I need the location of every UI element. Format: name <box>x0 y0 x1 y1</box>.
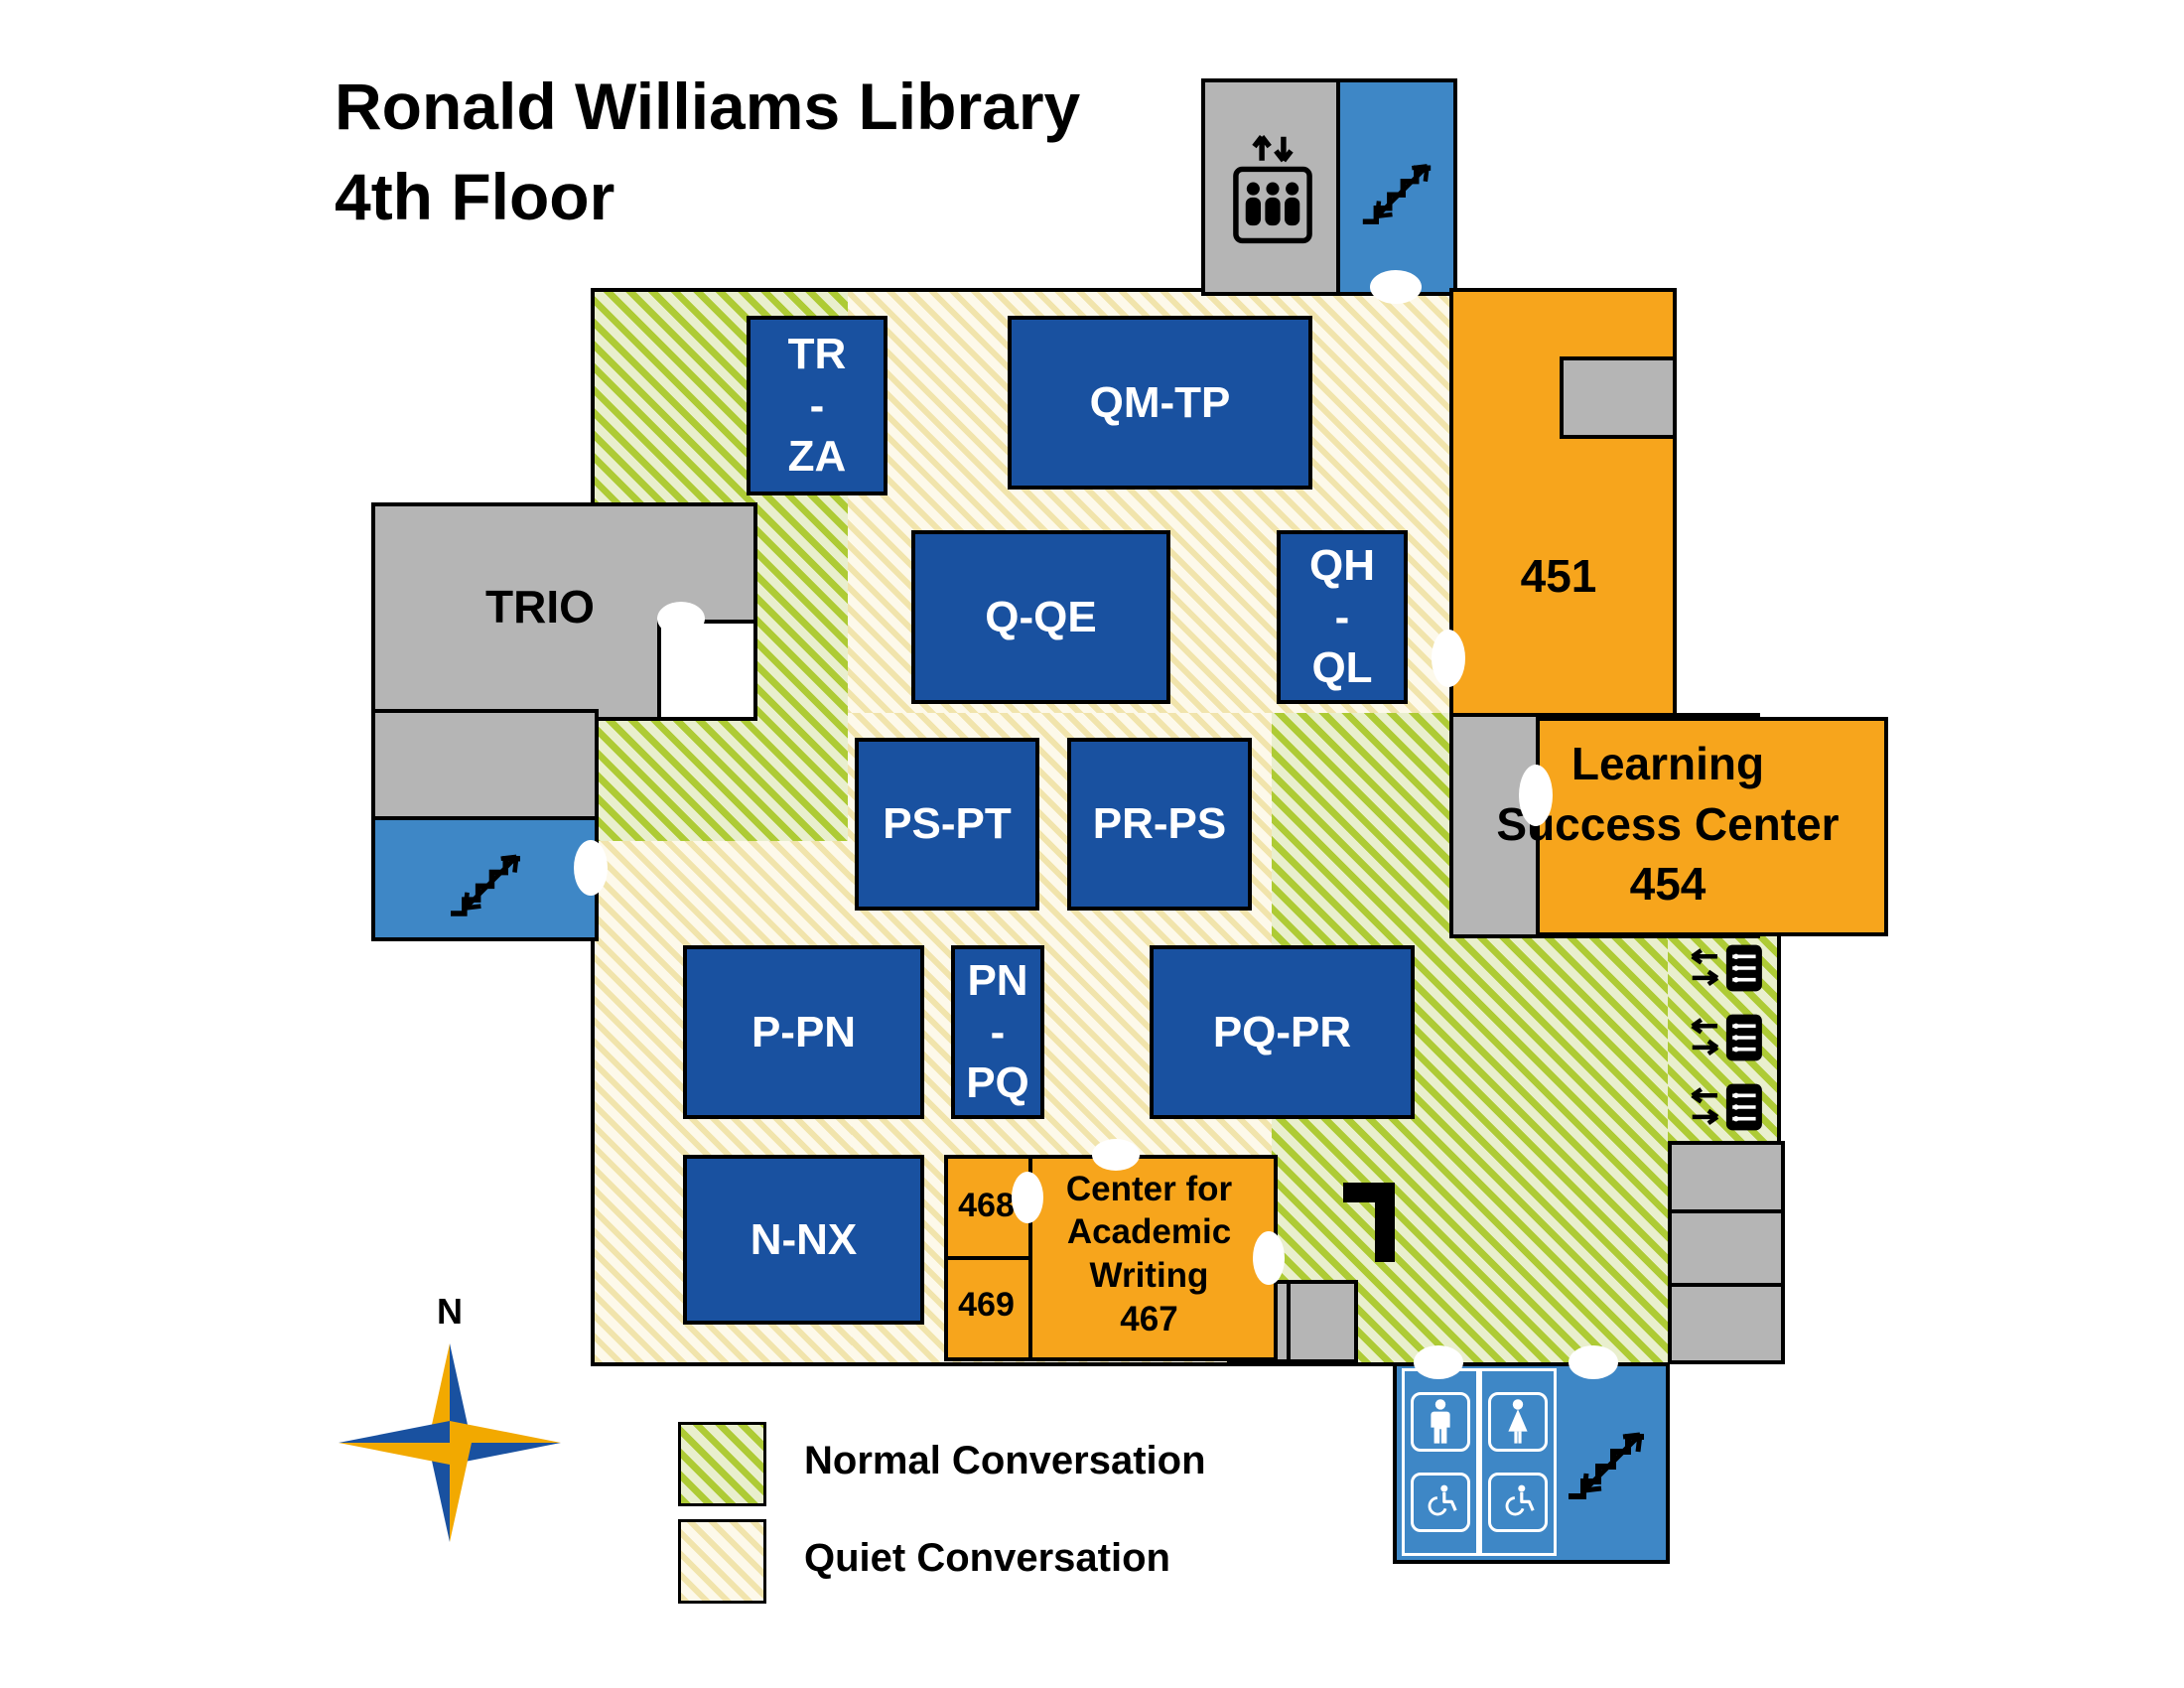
door-opening <box>1519 765 1553 826</box>
trio-room-annex <box>371 709 599 824</box>
accessible-sign <box>1411 1473 1470 1532</box>
elevator-call-icon <box>1691 944 1762 992</box>
stack-label: PS-PT <box>883 799 1012 849</box>
restroom-sign <box>1488 1392 1548 1452</box>
elevator-call-area-2 <box>1680 1011 1771 1064</box>
lsc-label-line3: 454 <box>1629 858 1706 911</box>
legend-label-normal: Normal Conversation <box>804 1422 1499 1500</box>
female-restroom-icon <box>1508 1399 1528 1444</box>
stack-label: Q-QE <box>985 592 1097 641</box>
room-469-label: 469 <box>944 1256 1028 1353</box>
elevator-lobby-north <box>1201 78 1344 296</box>
elevator-icon <box>1233 134 1312 243</box>
door-opening <box>1569 1345 1618 1379</box>
door-opening <box>1370 270 1422 304</box>
caw-label-line2: Academic <box>1066 1212 1232 1252</box>
caw-label-line4: 467 <box>1120 1299 1178 1338</box>
center-for-academic-writing-label: Center for Academic Writing 467 <box>1028 1155 1270 1353</box>
stack-label: P-PN <box>751 1007 857 1056</box>
lsc-label-line2: Success Center <box>1496 797 1840 850</box>
door-opening <box>1432 630 1465 687</box>
room-468-label-text: 468 <box>958 1186 1015 1224</box>
door-opening <box>1012 1172 1043 1223</box>
elevator-call-area-3 <box>1680 1080 1771 1134</box>
stack-label: QM-TP <box>1089 377 1231 427</box>
stack-pq-pr: PQ-PR <box>1150 945 1415 1119</box>
caw-label-line3: Writing <box>1089 1256 1209 1295</box>
restroom-cell-2 <box>1479 1368 1557 1556</box>
room-451-label-text: 451 <box>1520 550 1597 602</box>
restroom-sign <box>1411 1392 1470 1452</box>
male-restroom-icon <box>1431 1399 1450 1444</box>
stack-p-pn: P-PN <box>683 945 924 1119</box>
lsc-label-line1: Learning <box>1570 737 1765 789</box>
room-468-label: 468 <box>944 1155 1028 1256</box>
stack-tr-za: TR - ZA <box>747 316 887 495</box>
trio-label-text: TRIO <box>485 581 595 633</box>
legend-label-quiet: Quiet Conversation <box>804 1519 1499 1598</box>
stack-qm-tp: QM-TP <box>1008 316 1312 490</box>
page-title-line2: 4th Floor <box>335 160 615 234</box>
stairs-icon <box>450 854 520 916</box>
stack-qh-ql: QH - QL <box>1277 530 1408 704</box>
trio-entry-notch <box>657 620 753 721</box>
stack-label: PQ <box>966 1058 1029 1108</box>
accessible-sign <box>1488 1473 1548 1532</box>
compass-north-label: N <box>410 1289 489 1335</box>
door-opening <box>1253 1231 1285 1285</box>
stack-label: - <box>809 380 825 430</box>
stack-label: ZA <box>787 432 847 482</box>
room-469-label-text: 469 <box>958 1285 1015 1324</box>
door-opening <box>1092 1139 1140 1171</box>
room-451 <box>1449 288 1677 721</box>
stairwell-north <box>1336 78 1457 296</box>
page-title-line1: Ronald Williams Library <box>335 70 1081 143</box>
legend-swatch-quiet <box>678 1519 766 1604</box>
caw-label-line1: Center for <box>1065 1169 1233 1208</box>
wheelchair-accessible-icon <box>1505 1484 1535 1516</box>
stack-label: PN <box>967 955 1028 1005</box>
stack-pr-ps: PR-PS <box>1067 738 1252 911</box>
learning-success-center <box>1536 717 1888 936</box>
legend-swatch-normal <box>678 1422 766 1506</box>
zone-normal-conversation-elevator-strip <box>1668 929 1781 1141</box>
stack-ps-pt: PS-PT <box>855 738 1039 911</box>
elevator-call-icon <box>1691 1014 1762 1061</box>
east-room-3 <box>1668 1283 1785 1364</box>
stack-pn-pq: PN - PQ <box>951 945 1044 1119</box>
learning-success-center-label: Learning Success Center 454 <box>1469 735 1866 914</box>
stack-label: PR-PS <box>1092 799 1227 849</box>
door-opening <box>657 602 705 635</box>
stairs-icon <box>1362 163 1432 224</box>
stack-label: - <box>1334 592 1350 641</box>
compass-north-text: N <box>437 1291 463 1332</box>
stack-label: N-NX <box>750 1214 858 1264</box>
stairwell-south <box>1554 1406 1658 1510</box>
legend-quiet-text: Quiet Conversation <box>804 1536 1170 1580</box>
small-room-2 <box>1287 1280 1358 1363</box>
elevator-call-icon <box>1691 1083 1762 1131</box>
room-451-label: 451 <box>1459 516 1658 635</box>
wall-segment <box>1375 1183 1395 1262</box>
stairs-icon <box>1568 1432 1644 1499</box>
door-opening <box>1414 1345 1463 1379</box>
stack-label: QH <box>1309 540 1375 590</box>
restroom-stair-block <box>1393 1362 1670 1564</box>
compass-rose-icon <box>339 1343 561 1542</box>
stack-n-nx: N-NX <box>683 1155 924 1325</box>
stack-label: TR <box>787 329 847 378</box>
trio-room-label: TRIO <box>391 542 689 671</box>
page-title: Ronald Williams Library 4th Floor <box>335 62 1080 242</box>
legend-normal-text: Normal Conversation <box>804 1439 1206 1482</box>
compass-rose <box>331 1338 569 1547</box>
stack-label: PQ-PR <box>1212 1007 1352 1056</box>
stack-q-qe: Q-QE <box>911 530 1170 704</box>
door-opening <box>574 840 608 896</box>
stack-label: QL <box>1311 643 1373 693</box>
stairwell-west <box>371 816 599 941</box>
room-451-closet <box>1560 356 1677 439</box>
stack-label: - <box>990 1007 1006 1056</box>
wheelchair-accessible-icon <box>1428 1484 1457 1516</box>
elevator-call-area-1 <box>1680 941 1771 995</box>
